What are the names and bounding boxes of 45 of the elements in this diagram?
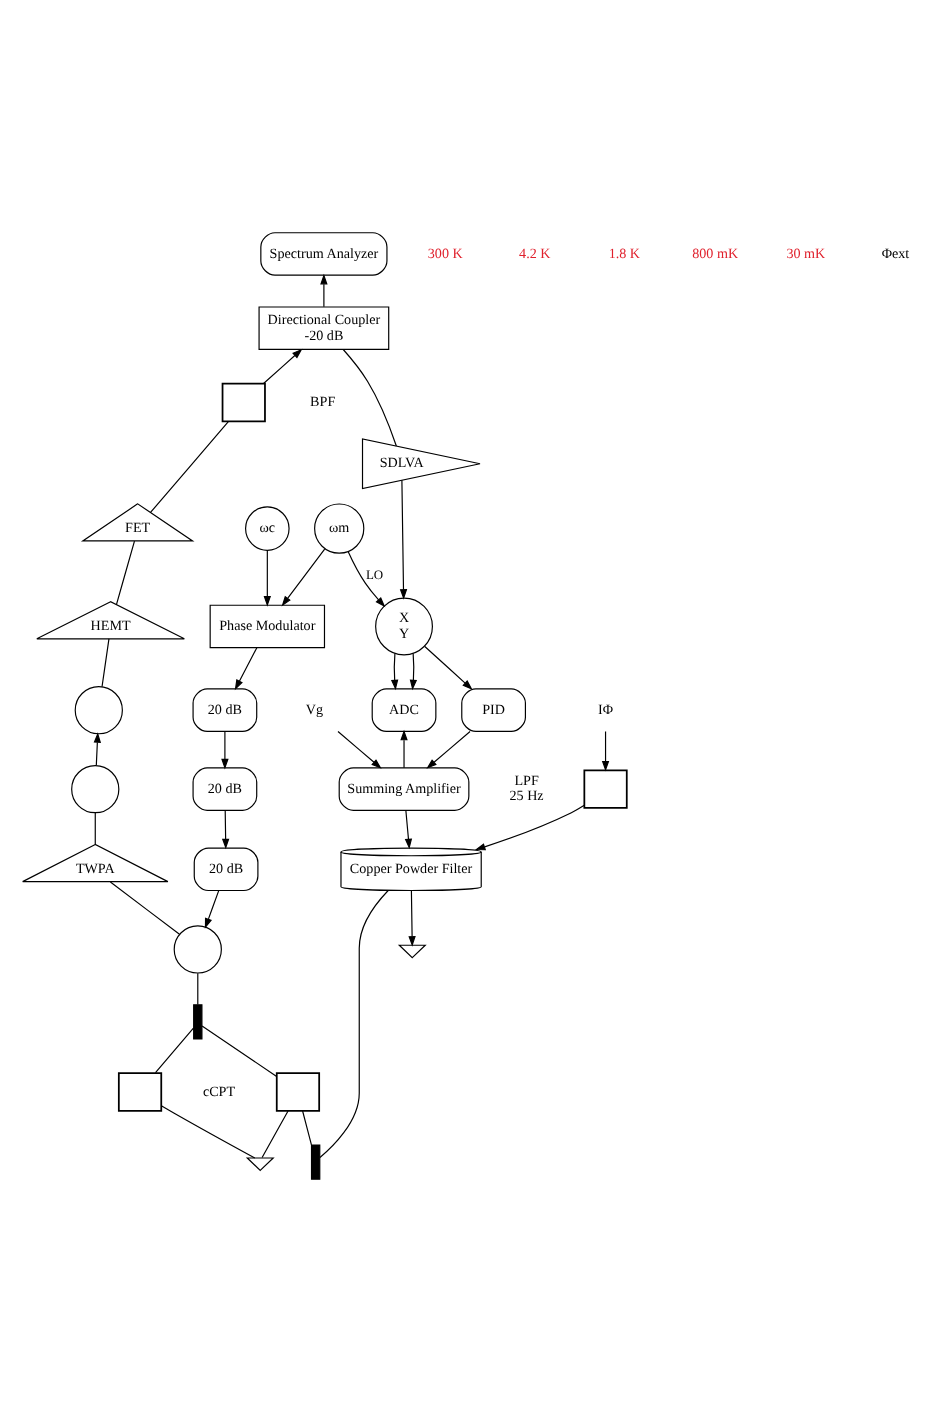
arrow [423, 645, 472, 690]
node-box [116, 1072, 162, 1112]
connector [341, 348, 396, 447]
arrow [398, 479, 407, 600]
node-box [582, 769, 627, 809]
connector [148, 420, 229, 513]
arrow [280, 548, 325, 607]
arrow [403, 810, 412, 850]
arrow [473, 804, 584, 851]
connector [318, 889, 388, 1159]
connector [93, 812, 95, 845]
arrow [261, 348, 302, 385]
node-circle [172, 925, 221, 974]
arrow [220, 730, 228, 770]
node-box [220, 382, 265, 423]
connector [196, 972, 198, 1006]
arrow [425, 730, 470, 769]
connector [114, 540, 135, 606]
connector [200, 1025, 277, 1077]
node-circle [70, 764, 119, 814]
node-box [274, 1072, 320, 1112]
arrow [92, 732, 101, 766]
arrow [346, 551, 385, 608]
arrow [600, 730, 609, 772]
node-capacitor [192, 1004, 202, 1040]
node-ground [396, 944, 426, 959]
arrow [389, 652, 398, 691]
connector [260, 1110, 288, 1159]
arrow [233, 647, 257, 691]
connector [301, 1110, 312, 1146]
connector [159, 1105, 255, 1159]
arrow [407, 890, 415, 947]
arrow [408, 652, 417, 691]
arrow [203, 890, 219, 929]
arrow [336, 730, 381, 769]
connector [108, 881, 180, 935]
connector [100, 638, 109, 688]
arrow [262, 549, 271, 607]
arrow [220, 810, 229, 850]
arrow [319, 273, 327, 308]
node-capacitor [309, 1144, 320, 1180]
arrow [399, 729, 407, 769]
connector [153, 1027, 194, 1074]
node-ground [244, 1157, 274, 1172]
node-circle [73, 686, 122, 735]
